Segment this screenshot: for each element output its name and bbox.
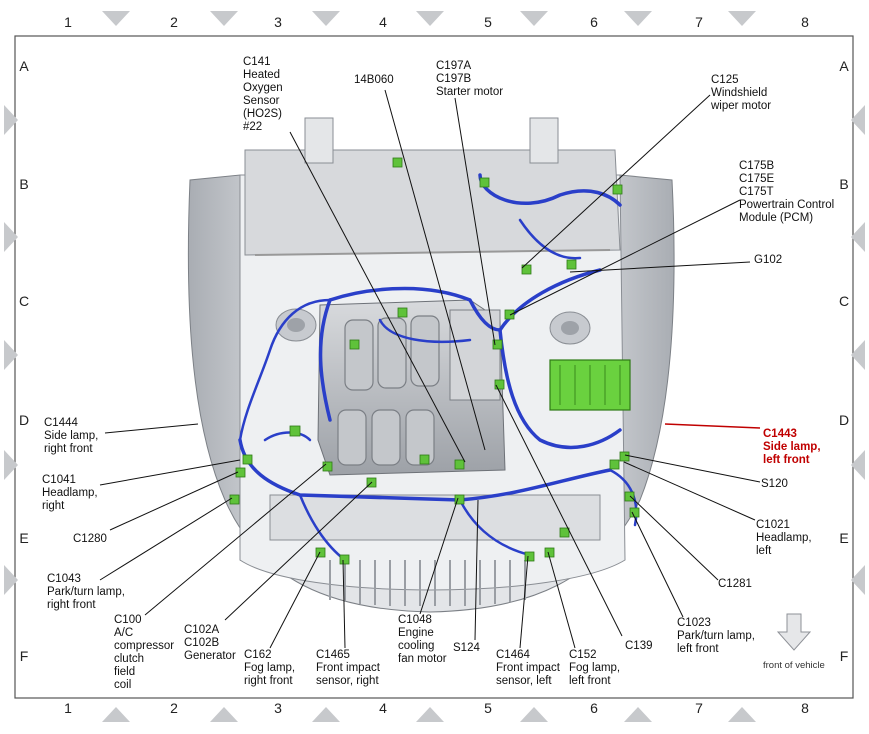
callout-c1041-headlamp: C1041 Headlamp, right [42, 474, 98, 512]
col-label: 8 [801, 700, 809, 716]
callout-c1464-impact-sensor: C1464 Front impact sensor, left [496, 649, 560, 687]
col-label: 3 [274, 700, 282, 716]
callout-c175-pcm: C175B C175E C175T Powertrain Control Mod… [739, 160, 835, 224]
col-label: 1 [64, 14, 72, 30]
row-label: D [18, 412, 30, 428]
row-label: F [19, 648, 29, 664]
callout-c197-starter: C197A C197B Starter motor [436, 60, 504, 98]
col-label: 5 [484, 14, 492, 30]
col-label: 7 [695, 14, 703, 30]
callout-c1021-headlamp: C1021 Headlamp, left [756, 519, 812, 557]
highlight-leader [664, 423, 761, 429]
row-label: D [838, 412, 850, 428]
diagram-frame [14, 35, 854, 699]
row-label: E [839, 530, 849, 546]
connectors [229, 157, 640, 565]
callout-g102: G102 [754, 254, 783, 266]
col-label: 6 [590, 14, 598, 30]
row-label: F [839, 648, 849, 664]
callout-s120: S120 [761, 478, 788, 490]
callout-c1280: C1280 [73, 533, 107, 545]
col-label: 7 [695, 700, 703, 716]
col-label: 8 [801, 14, 809, 30]
row-label: B [19, 176, 29, 192]
callout-c102-generator: C102A C102B Generator [184, 624, 236, 662]
leader-lines [99, 89, 761, 649]
callout-c162-fog-lamp: C162 Fog lamp, right front [244, 649, 296, 687]
callout-c152-fog-lamp: C152 Fog lamp, left front [569, 649, 621, 687]
row-label: A [839, 58, 849, 74]
row-label: E [19, 530, 29, 546]
callout-c1443-side-lamp-highlighted: C1443 Side lamp, left front [763, 428, 821, 466]
callout-c1048-fan: C1048 Engine cooling fan motor [398, 614, 447, 665]
col-label: 4 [379, 14, 387, 30]
callout-c125-wiper: C125 Windshield wiper motor [711, 74, 772, 112]
cowl-panel [244, 149, 621, 256]
row-label: A [19, 58, 29, 74]
row-label: C [18, 293, 30, 309]
col-label: 2 [170, 14, 178, 30]
front-arrow-icon [776, 613, 812, 651]
col-label: 5 [484, 700, 492, 716]
callout-c1465-impact-sensor: C1465 Front impact sensor, right [316, 649, 380, 687]
callout-c100-ac: C100 A/C compressor clutch field coil [114, 614, 175, 691]
callout-c1043-park-lamp: C1043 Park/turn lamp, right front [47, 573, 125, 611]
callout-c139: C139 [625, 640, 653, 652]
col-label: 3 [274, 14, 282, 30]
callout-c1281: C1281 [718, 578, 752, 590]
row-label: C [838, 293, 850, 309]
zone-tabs [4, 11, 865, 722]
col-label: 4 [379, 700, 387, 716]
front-of-vehicle-label: front of vehicle [763, 660, 825, 671]
callout-c1444-side-lamp: C1444 Side lamp, right front [44, 417, 99, 455]
callout-c1023-park-lamp: C1023 Park/turn lamp, left front [677, 617, 755, 655]
callout-s124: S124 [453, 642, 480, 654]
col-label: 6 [590, 700, 598, 716]
callout-14b060: 14B060 [354, 74, 394, 86]
callout-c141-ho2s: C141 Heated Oxygen Sensor (HO2S) #22 [243, 56, 283, 133]
col-label: 2 [170, 700, 178, 716]
row-label: B [839, 176, 849, 192]
col-label: 1 [64, 700, 72, 716]
